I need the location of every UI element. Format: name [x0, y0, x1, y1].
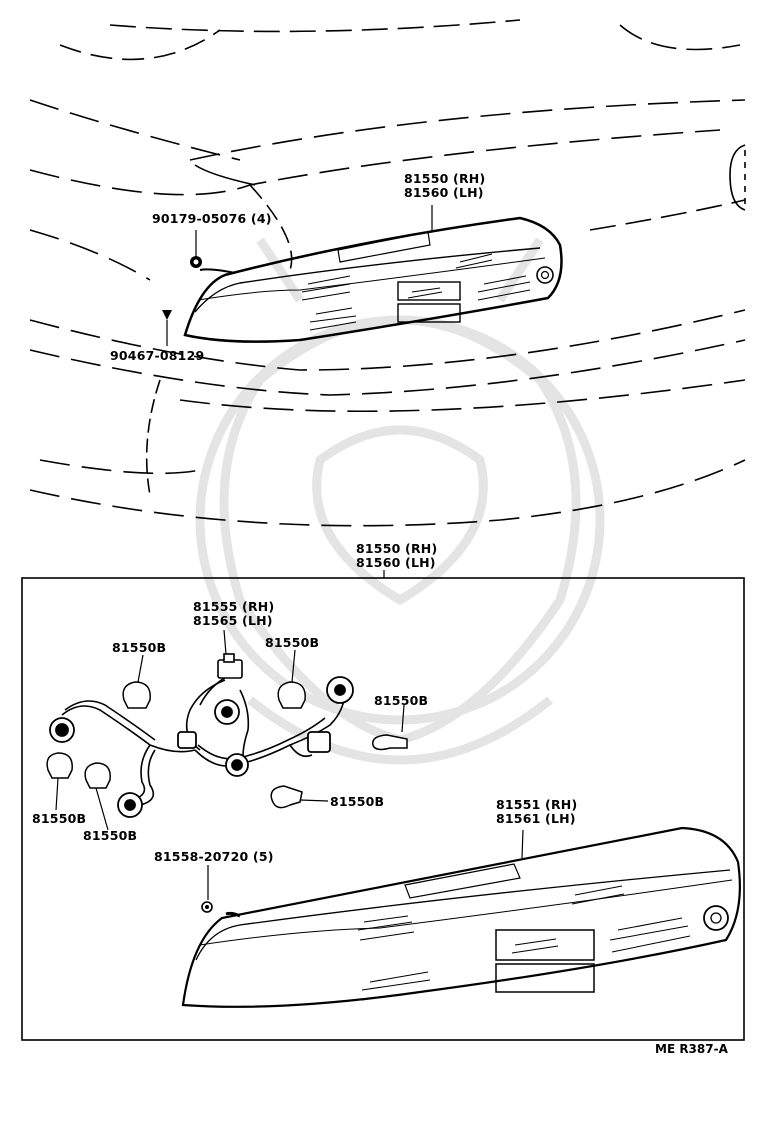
label-socket: 81555 (RH) 81565 (LH) — [193, 600, 274, 628]
label-bulb-1: 81550B — [112, 640, 167, 655]
label-bulb-2: 81550B — [265, 635, 320, 650]
label-screw: 90179-05076 (4) — [152, 211, 272, 226]
label-bulb-3: 81550B — [374, 693, 429, 708]
label-socket-lh: 81565 (LH) — [193, 613, 273, 628]
label-clip: 90467-08129 — [110, 348, 205, 363]
exploded-view-box — [21, 577, 745, 1041]
harness-connector — [217, 653, 243, 679]
leader-lines — [55, 629, 524, 900]
label-top-lamp-lh: 81560 (LH) — [404, 185, 484, 200]
reference-code: ME R387-A — [655, 1042, 728, 1056]
vehicle-body-outline — [29, 19, 746, 527]
gasket — [201, 901, 213, 913]
lens-exploded — [181, 826, 741, 1008]
label-box-header: 81550 (RH) 81560 (LH) — [356, 542, 437, 570]
label-socket-rh: 81555 (RH) — [193, 599, 275, 614]
bulb-sockets — [49, 676, 354, 818]
label-bulb-5: 81550B — [32, 811, 87, 826]
label-bulb-4: 81550B — [330, 794, 385, 809]
tail-lamp-installed — [183, 205, 563, 343]
label-lens: 81551 (RH) 81561 (LH) — [496, 798, 577, 826]
screw-top — [190, 230, 202, 268]
bulbs — [46, 681, 408, 809]
label-top-lamp-rh: 81550 (RH) — [404, 171, 486, 186]
label-box-header-rh: 81550 (RH) — [356, 541, 438, 556]
clip-top — [162, 310, 172, 346]
label-gasket: 81558-20720 (5) — [154, 849, 274, 864]
label-lens-lh: 81561 (LH) — [496, 811, 576, 826]
watermark-logo — [195, 237, 605, 765]
label-top-lamp: 81550 (RH) 81560 (LH) — [404, 172, 485, 200]
label-lens-rh: 81551 (RH) — [496, 797, 578, 812]
label-box-header-lh: 81560 (LH) — [356, 555, 436, 570]
label-bulb-6: 81550B — [83, 828, 138, 843]
